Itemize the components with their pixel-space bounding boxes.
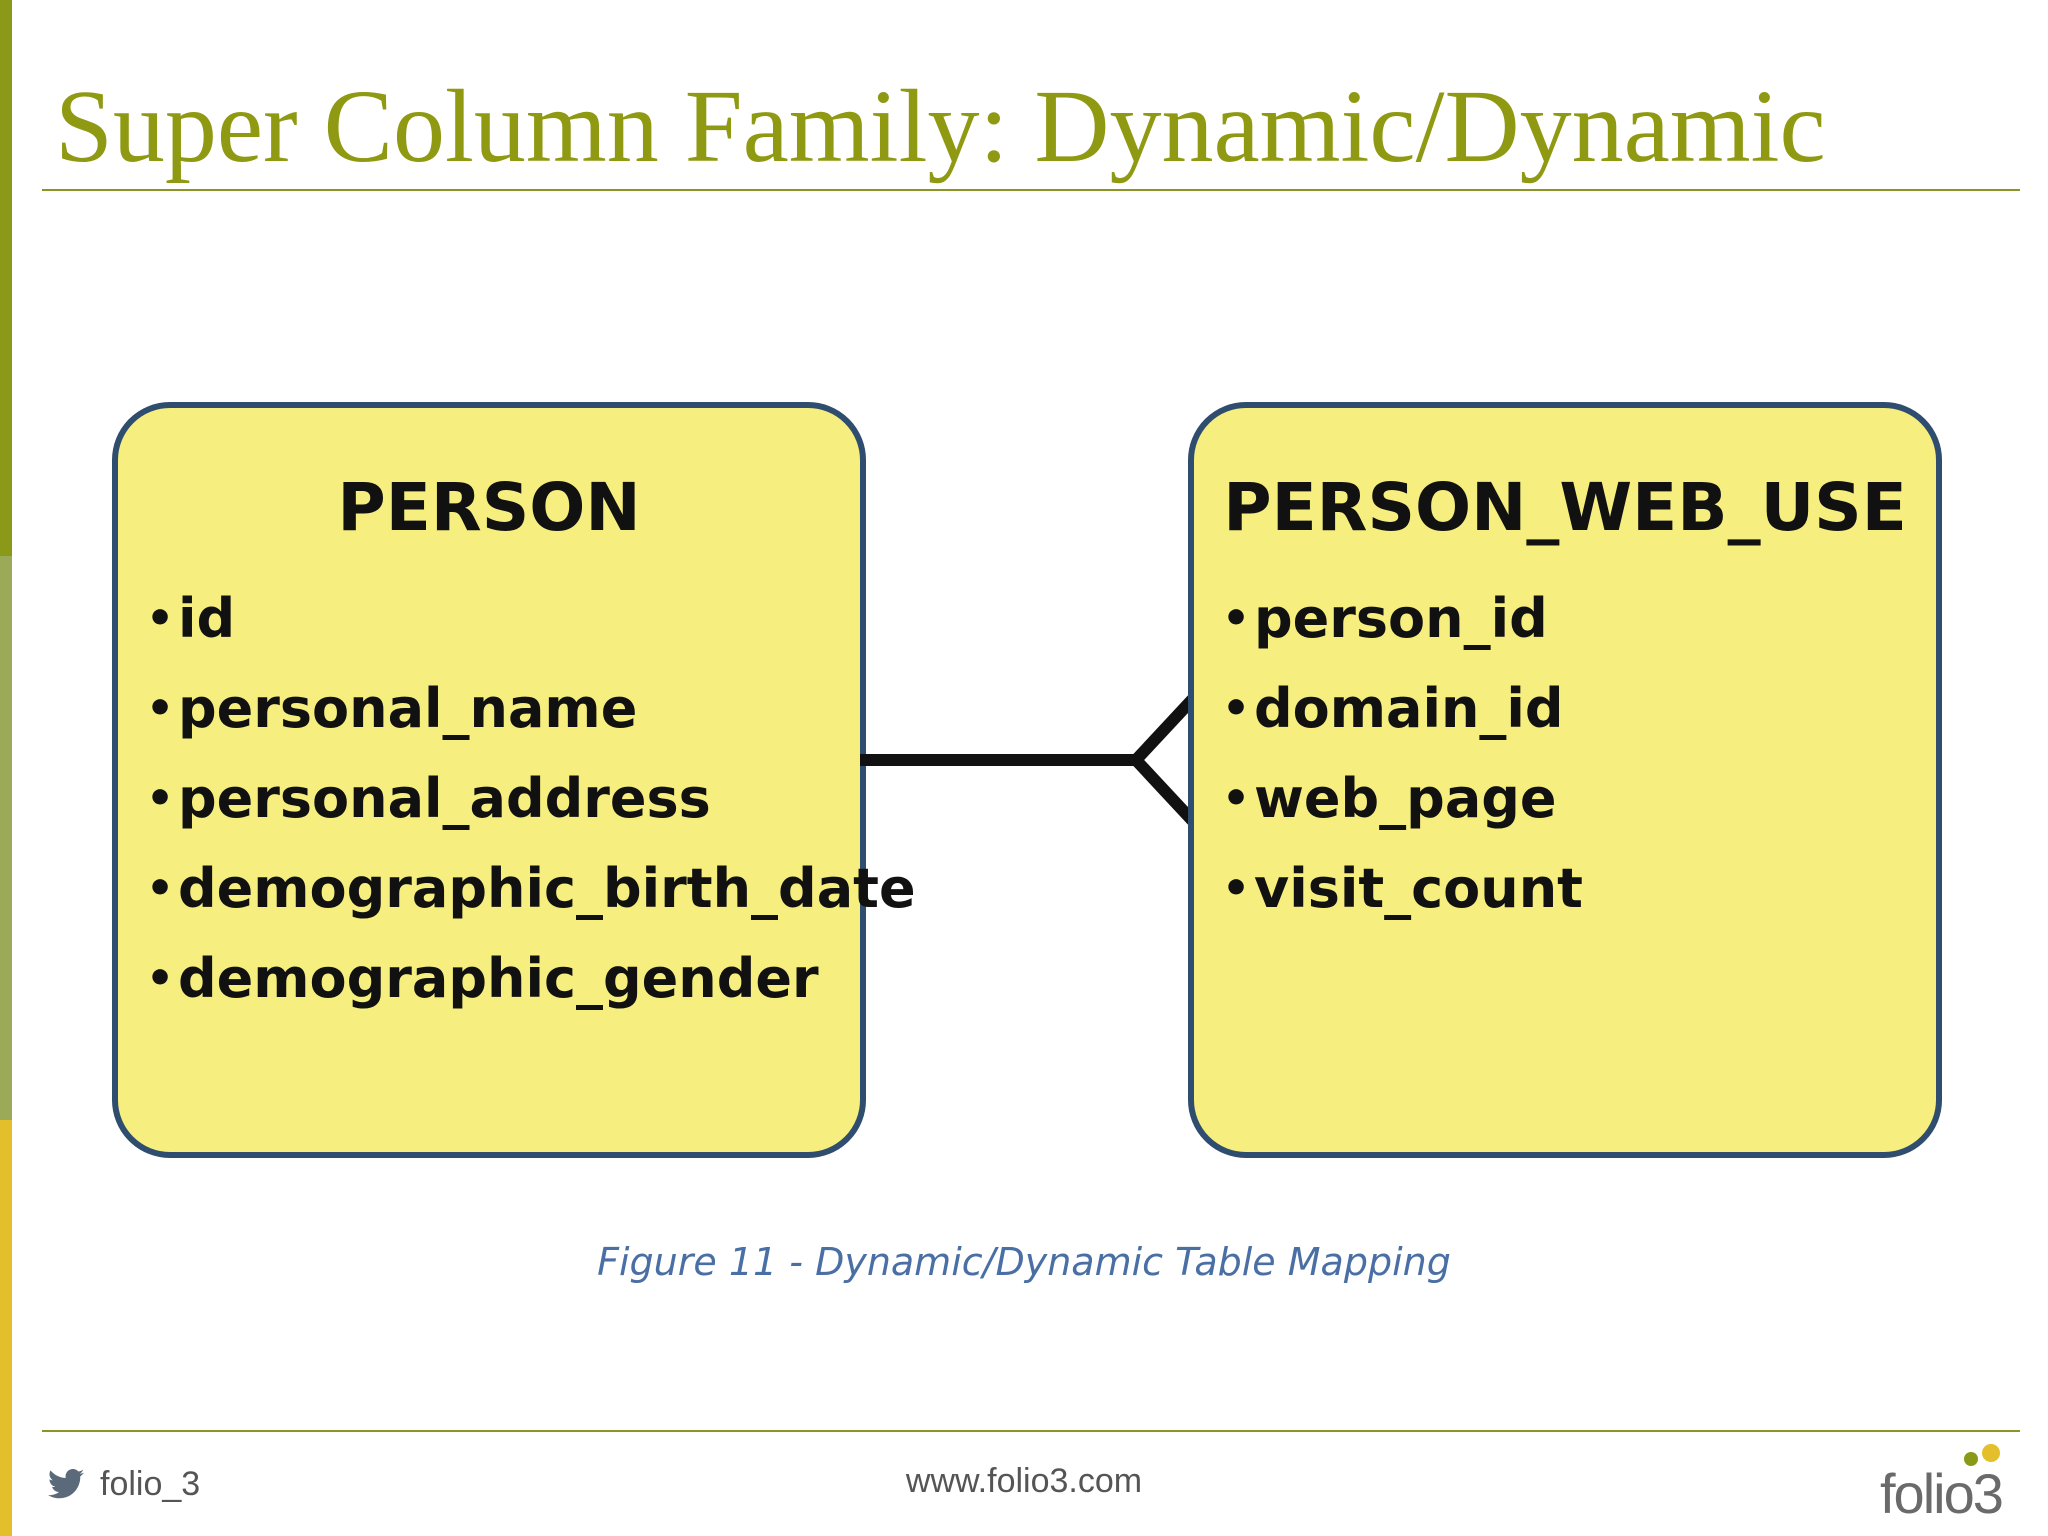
attribute-item: •domain_id <box>1222 664 1936 754</box>
entity-person: PERSON •id •personal_name •personal_addr… <box>112 402 916 1158</box>
attribute-label: web_page <box>1254 767 1557 830</box>
folio3-logo: folio3 <box>1880 1440 2020 1524</box>
attribute-item: •personal_address <box>146 754 860 844</box>
twitter-handle-label: folio_3 <box>100 1464 201 1503</box>
figure-caption: Figure 11 - Dynamic/Dynamic Table Mappin… <box>597 1240 1451 1284</box>
twitter-bird-icon <box>48 1469 84 1499</box>
attribute-label: personal_address <box>178 767 711 830</box>
bullet-icon: • <box>1222 773 1251 824</box>
twitter-handle[interactable]: folio_3 <box>48 1462 200 1506</box>
attribute-label: person_id <box>1254 587 1548 650</box>
entity-person-web-use: PERSON_WEB_USE •person_id •domain_id •we… <box>1188 402 1942 1158</box>
bullet-icon: • <box>146 863 175 914</box>
footer-website[interactable]: www.folio3.com <box>905 1462 1143 1500</box>
title-divider <box>42 189 2020 191</box>
footer-divider <box>42 1430 2020 1432</box>
side-accent-bar-middle <box>0 556 12 1120</box>
bullet-icon: • <box>1222 863 1251 914</box>
logo-dot-yellow <box>1982 1444 2000 1462</box>
slide-title: Super Column Family: Dynamic/Dynamic <box>55 69 1826 184</box>
bullet-icon: • <box>146 773 175 824</box>
entity-title: PERSON <box>337 469 641 546</box>
attribute-label: demographic_gender <box>178 947 819 1010</box>
attribute-list: •id •personal_name •personal_address •de… <box>118 574 916 1024</box>
bullet-icon: • <box>1222 593 1251 644</box>
bullet-icon: • <box>146 953 175 1004</box>
logo-dot-green <box>1964 1452 1978 1466</box>
attribute-item: •web_page <box>1222 754 1936 844</box>
attribute-item: •personal_name <box>146 664 860 754</box>
attribute-label: id <box>178 587 236 650</box>
attribute-label: demographic_birth_date <box>178 857 916 920</box>
attribute-label: domain_id <box>1254 677 1564 740</box>
logo-text: folio3 <box>1880 1462 2004 1525</box>
attribute-list: •person_id •domain_id •web_page •visit_c… <box>1194 574 1936 934</box>
bullet-icon: • <box>146 593 175 644</box>
attribute-item: •visit_count <box>1222 844 1936 934</box>
attribute-item: •person_id <box>1222 574 1936 664</box>
side-accent-bar-bottom <box>0 1120 12 1536</box>
twitter-bird-shape <box>48 1469 84 1499</box>
attribute-item: •demographic_birth_date <box>146 844 916 934</box>
crows-foot-lower <box>1127 751 1196 827</box>
side-accent-bar-top <box>0 0 12 556</box>
entity-title: PERSON_WEB_USE <box>1223 469 1907 546</box>
attribute-label: personal_name <box>178 677 638 740</box>
one-to-many-connector <box>860 693 1196 827</box>
attribute-item: •id <box>146 574 860 664</box>
bullet-icon: • <box>1222 683 1251 734</box>
crows-foot-upper <box>1127 693 1196 769</box>
attribute-label: visit_count <box>1254 857 1583 920</box>
bullet-icon: • <box>146 683 175 734</box>
attribute-item: •demographic_gender <box>146 934 860 1024</box>
